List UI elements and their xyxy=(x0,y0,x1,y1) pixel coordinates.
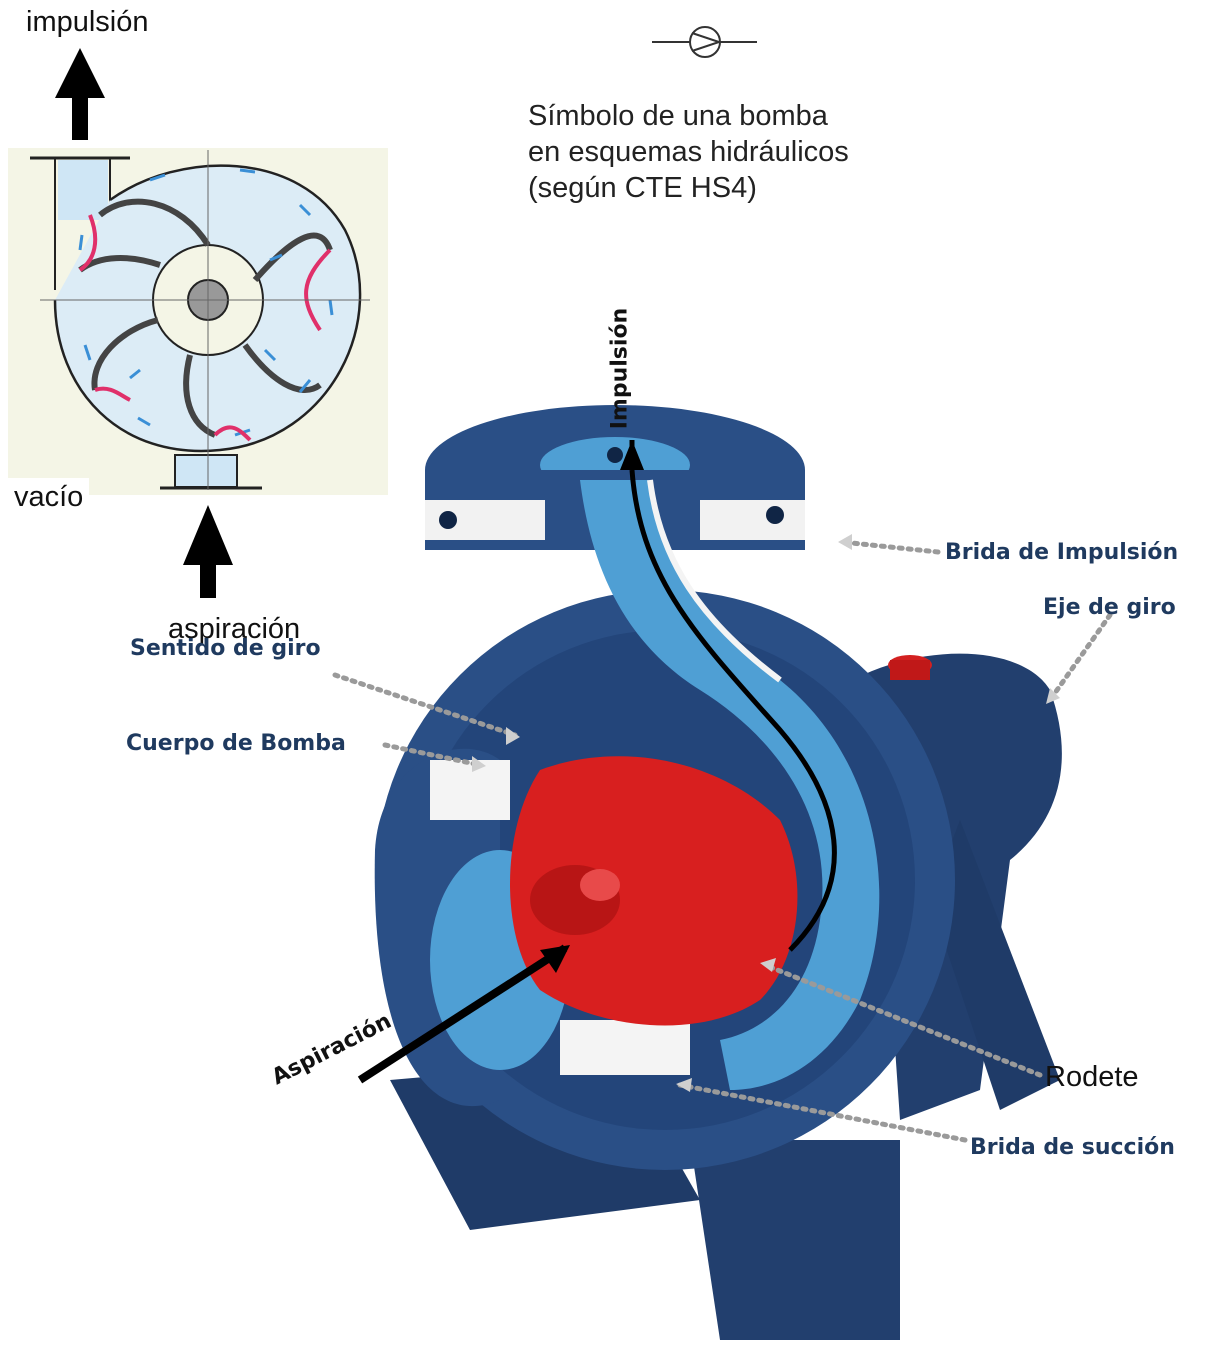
symbol-caption-line-2: en esquemas hidráulicos xyxy=(528,134,849,170)
schematic-impulsion-label: impulsión xyxy=(26,5,149,40)
callout-rodete: Rodete xyxy=(1045,1060,1139,1095)
callout-brida-impulsion: Brida de Impulsión xyxy=(945,540,1178,565)
schematic-vacio-label: vacío xyxy=(8,478,89,515)
callout-cuerpo-bomba: Cuerpo de Bomba xyxy=(126,731,346,756)
symbol-caption: Símbolo de una bomba en esquemas hidrául… xyxy=(528,98,849,206)
callout-sentido-giro: Sentido de giro xyxy=(130,636,321,661)
cutaway-aspiracion-label: Aspiración xyxy=(268,1009,396,1091)
callout-brida-succion: Brida de succión xyxy=(970,1135,1175,1160)
callout-eje-giro: Eje de giro xyxy=(1043,595,1176,620)
symbol-caption-line-1: Símbolo de una bomba xyxy=(528,98,849,134)
cutaway-impulsion-label: Impulsión xyxy=(603,306,633,436)
symbol-caption-line-3: (según CTE HS4) xyxy=(528,170,849,206)
